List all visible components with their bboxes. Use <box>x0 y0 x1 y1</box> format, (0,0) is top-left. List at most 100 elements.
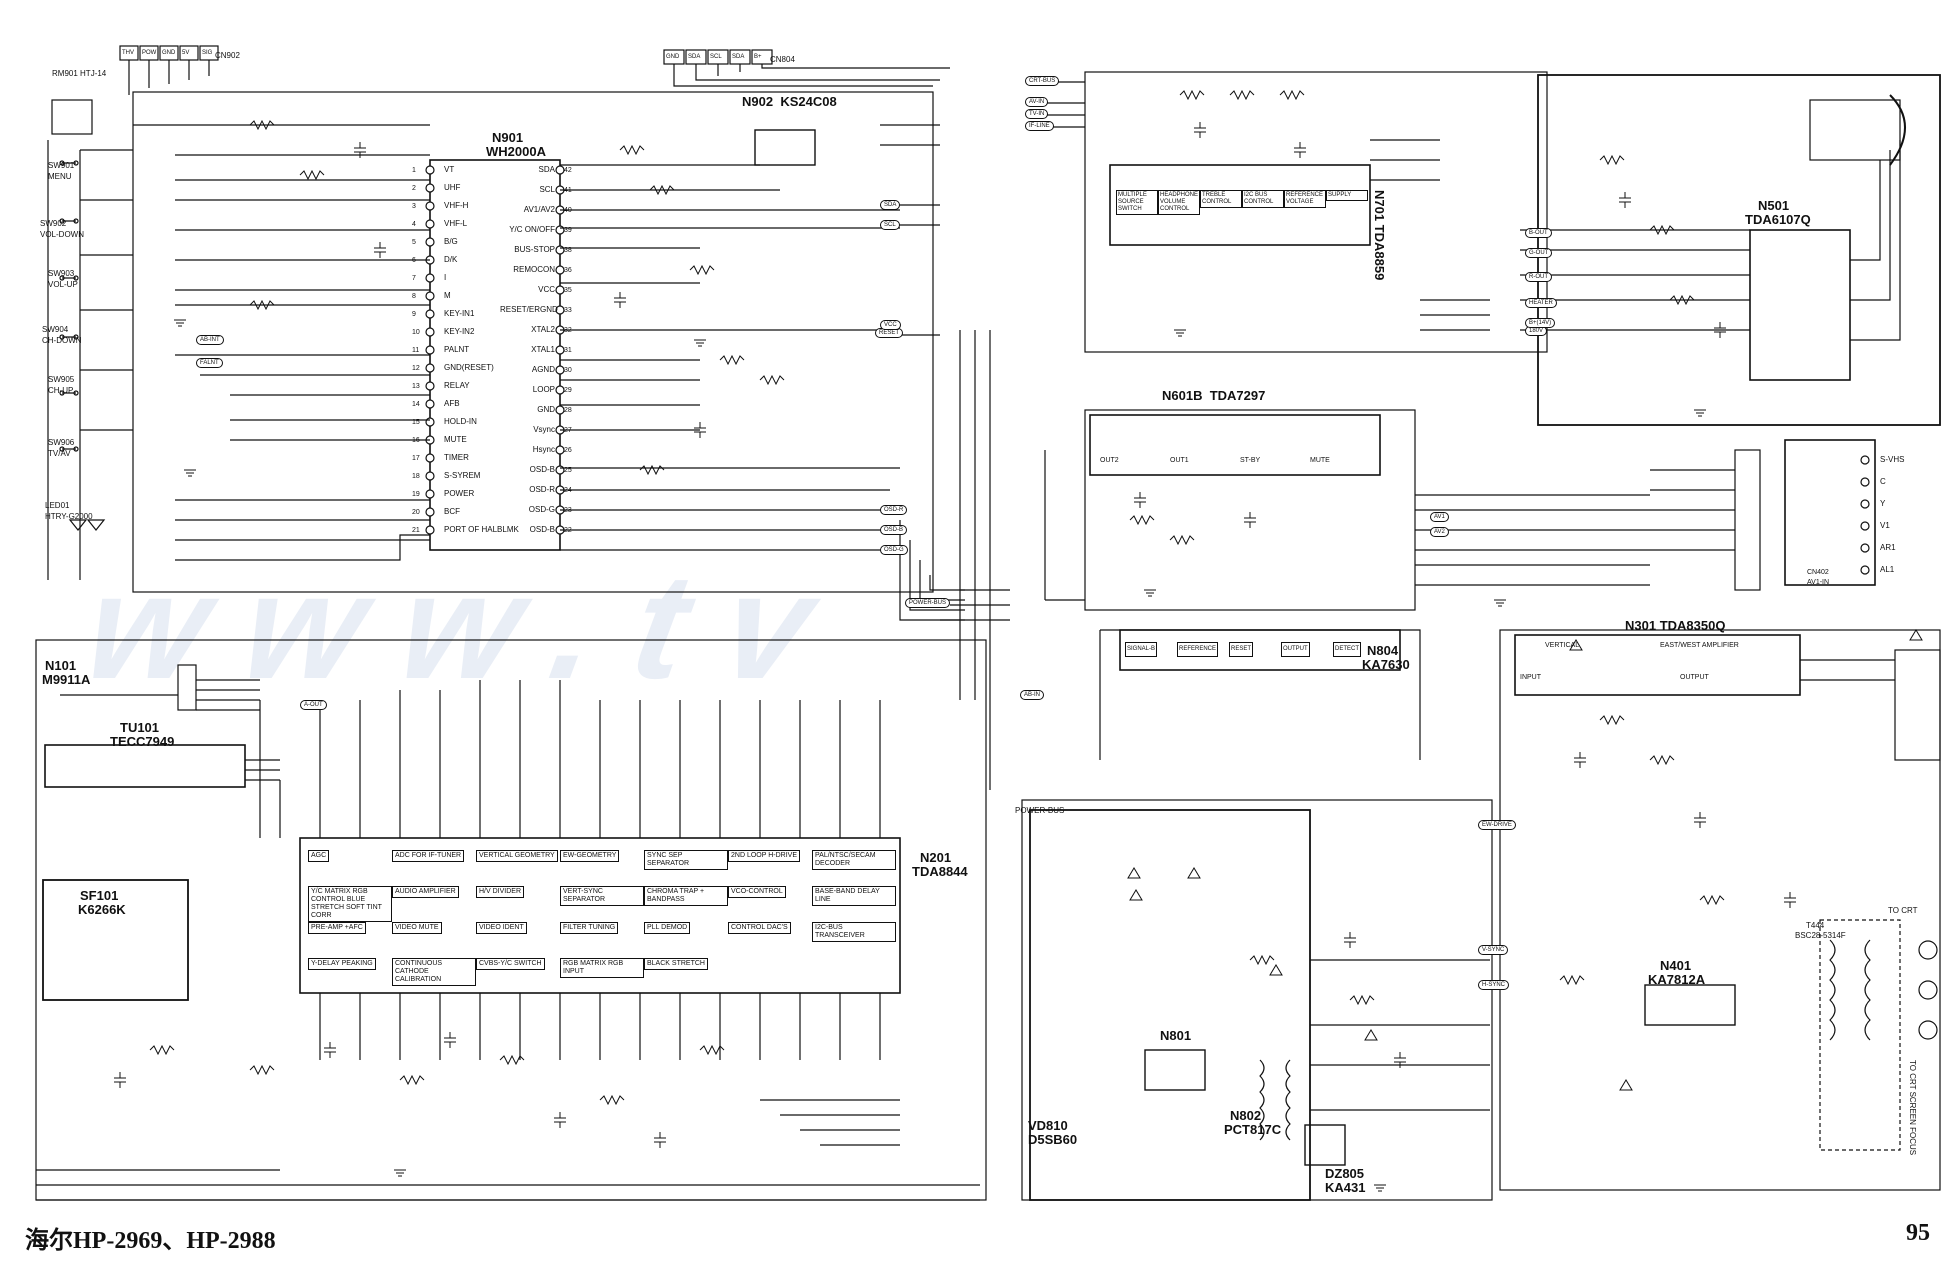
n901-pin-number: 19 <box>412 491 420 498</box>
n901-pin-number: 17 <box>412 455 420 462</box>
n901-pin-number: 12 <box>412 365 420 372</box>
signal-tag: AV1 <box>1430 512 1449 522</box>
n901-pin-number: 28 <box>564 407 572 414</box>
pin-circle <box>425 417 435 427</box>
n901-pin-number: 8 <box>412 293 416 300</box>
capacitor-symbol <box>1344 932 1356 948</box>
n901-pin-number: 6 <box>412 257 416 264</box>
n901-pin-number: 41 <box>564 187 572 194</box>
capacitor-symbol <box>1574 752 1586 768</box>
n701-function-block: SUPPLY <box>1326 190 1368 201</box>
n901-pin-number: 40 <box>564 207 572 214</box>
n901-pin-number: 10 <box>412 329 420 336</box>
n901-pin-number: 16 <box>412 437 420 444</box>
n901-pin-name: REMOCON <box>513 265 555 274</box>
n201-function-block: CVBS-Y/C SWITCH <box>476 958 545 970</box>
capacitor-symbol <box>444 1032 456 1048</box>
t444-part: BSC28-5314F <box>1795 931 1846 940</box>
crt-socket <box>1809 99 1901 161</box>
pin-circle <box>425 273 435 283</box>
pin-circle <box>555 265 565 275</box>
n901-pin-name: VHF-H <box>444 201 469 210</box>
pin-circle <box>425 399 435 409</box>
ground-symbol <box>1374 1184 1386 1192</box>
n901-pin-name: KEY-IN2 <box>444 327 475 336</box>
signal-tag: FALNT <box>196 358 223 368</box>
cn804-pin-label: SDA <box>732 54 745 60</box>
to-crt-label: TO CRT <box>1888 906 1918 915</box>
n201-function-block: CONTROL DAC'S <box>728 922 791 934</box>
n901-pin-name: M <box>444 291 451 300</box>
pin-circle <box>555 245 565 255</box>
n201-function-block: SYNC SEP SEPARATOR <box>644 850 728 870</box>
n901-pin-number: 36 <box>564 267 572 274</box>
n301-function-label: EAST/WEST AMPLIFIER <box>1660 642 1739 649</box>
n901-pin-name: UHF <box>444 183 461 192</box>
cn902-ref: CN902 <box>215 51 240 60</box>
n901-pin-number: 31 <box>564 347 572 354</box>
cn804-pin-label: B+ <box>754 54 762 60</box>
signal-tag: HEATER <box>1525 298 1557 308</box>
n901-pin-name: AFB <box>444 399 460 408</box>
vd810-part: D5SB60 <box>1028 1132 1078 1147</box>
n901-pin-name: TIMER <box>444 453 469 462</box>
signal-tag: B-OUT <box>1525 228 1552 238</box>
n201-function-block: VIDEO IDENT <box>476 922 527 934</box>
capacitor-symbol <box>1619 192 1631 208</box>
n901-pin-name: AV1/AV2 <box>523 205 555 214</box>
n901-pin-name: GND <box>537 405 555 414</box>
sf101-part: K6266K <box>78 902 126 917</box>
warning-triangle-icon <box>1129 889 1143 901</box>
cn804-pin-label: SCL <box>710 54 722 60</box>
pin-circle <box>425 165 435 175</box>
n901-pin-name: Y/C ON/OFF <box>509 225 555 234</box>
n901-pin-name: B/G <box>444 237 458 246</box>
resistor-symbol <box>619 144 645 156</box>
n301-function-label: INPUT <box>1520 674 1541 681</box>
n901-pin-name: MUTE <box>444 435 467 444</box>
n601b-body <box>1089 414 1381 476</box>
n901-pin-number: 42 <box>564 167 572 174</box>
av-jack-icon <box>1860 521 1870 531</box>
n901-pin-number: 26 <box>564 447 572 454</box>
av-jack-icon <box>1860 455 1870 465</box>
pin-circle <box>555 365 565 375</box>
n901-pin-name: VCC <box>538 285 555 294</box>
n101-ref: N101 <box>45 658 77 673</box>
n902-label: N902 KS24C08 <box>742 94 837 109</box>
n201-function-block: AUDIO AMPLIFIER <box>392 886 459 898</box>
warning-triangle-icon <box>1127 867 1141 879</box>
rm901-body <box>51 99 93 135</box>
capacitor-symbol <box>1694 812 1706 828</box>
resistor-symbol <box>249 299 275 311</box>
signal-tag: A-OUT <box>300 700 327 710</box>
n201-function-block: Y/C MATRIX RGB CONTROL BLUE STRETCH SOFT… <box>308 886 392 922</box>
pin-circle <box>425 327 435 337</box>
signal-tag: VCC <box>880 320 901 330</box>
av-jack-icon <box>1860 477 1870 487</box>
n901-part: WH2000A <box>486 144 546 159</box>
n901-pin-number: 4 <box>412 221 416 228</box>
n701-label: N701 TDA8859 <box>1372 190 1387 281</box>
n301-body <box>1514 634 1801 696</box>
ground-symbol <box>184 469 196 477</box>
crt-neck <box>1889 94 1906 166</box>
ground-symbol <box>1174 329 1186 337</box>
n901-pin-number: 9 <box>412 311 416 318</box>
n201-function-block: 2ND LOOP H-DRIVE <box>728 850 800 862</box>
capacitor-symbol <box>654 1132 666 1148</box>
n101-body <box>177 664 197 711</box>
n901-pin-name: VT <box>444 165 455 174</box>
capacitor-symbol <box>354 142 366 158</box>
tu101-part: TECC7949 <box>110 734 175 749</box>
n201-function-block: VERT-SYNC SEPARATOR <box>560 886 644 906</box>
n201-function-block: I2C-BUS TRANSCEIVER <box>812 922 896 942</box>
sf101-ref: SF101 <box>80 888 119 903</box>
n201-function-block: PRE-AMP +AFC <box>308 922 366 934</box>
resistor-symbol <box>639 464 665 476</box>
warning-triangle-icon <box>1364 1029 1378 1041</box>
n901-pin-number: 24 <box>564 487 572 494</box>
n901-pin-number: 14 <box>412 401 420 408</box>
